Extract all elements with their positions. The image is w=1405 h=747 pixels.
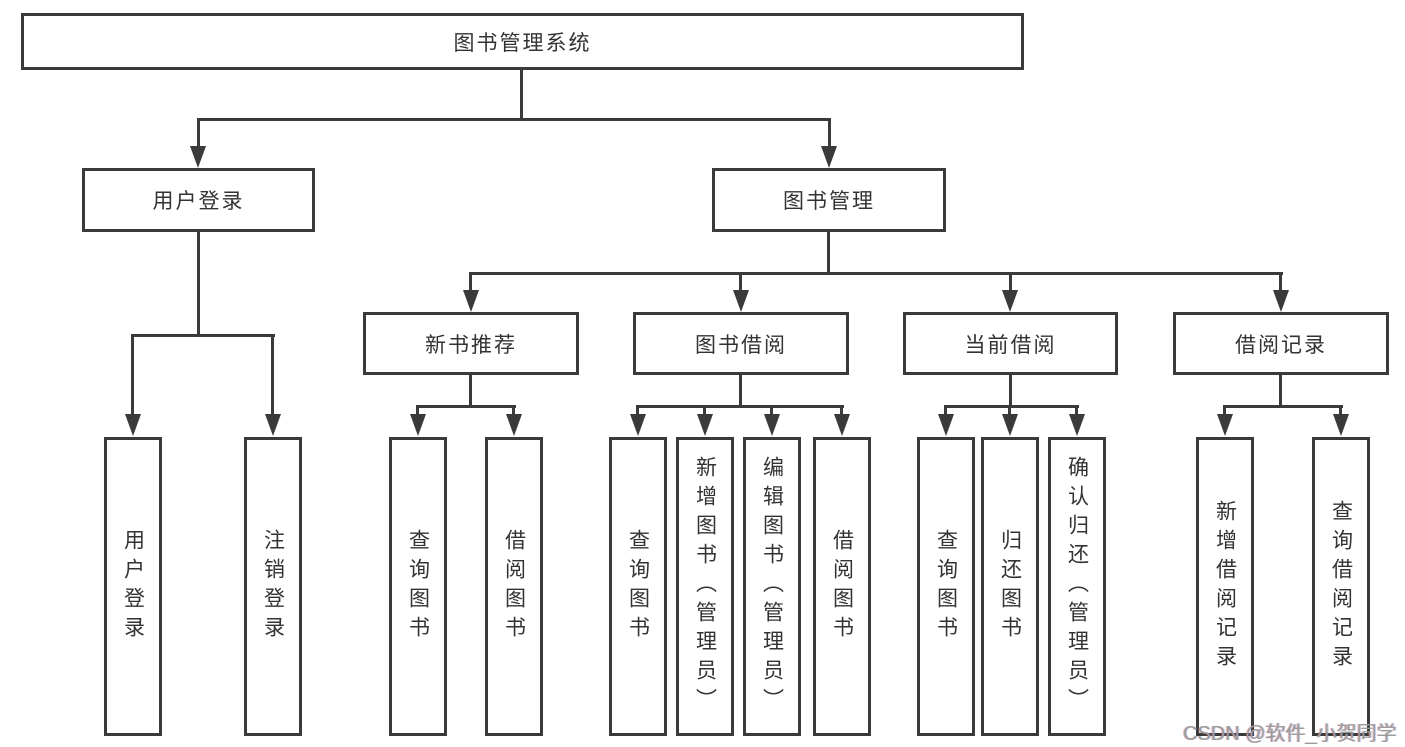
node-leaf-add-books-admin: 新增图书（管理员）	[676, 437, 734, 736]
arrowhead-icon	[410, 414, 426, 436]
node-label: 图书借阅	[695, 333, 787, 357]
leaf-label: 借阅图书	[502, 528, 526, 645]
arrowhead-icon	[834, 414, 850, 436]
node-label: 当前借阅	[964, 333, 1057, 357]
arrowhead-icon	[630, 414, 646, 436]
arrowhead-icon	[190, 146, 206, 168]
node-leaf-query-books-recommend: 查询图书	[389, 437, 447, 736]
node-label: 借阅记录	[1235, 333, 1327, 357]
connector-line	[469, 274, 472, 292]
arrowhead-icon	[764, 414, 780, 436]
node-root-label: 图书管理系统	[453, 31, 592, 55]
connector-line	[197, 120, 200, 148]
leaf-label: 归还图书	[998, 528, 1022, 645]
connector-line	[944, 407, 947, 416]
node-label: 图书管理	[783, 190, 875, 213]
leaf-label: 新增图书（管理员）	[693, 456, 717, 717]
connector-line	[469, 272, 1283, 275]
node-root-system: 图书管理系统	[21, 13, 1024, 70]
leaf-label: 查询图书	[406, 528, 430, 645]
arrowhead-icon	[697, 414, 713, 436]
leaf-label: 用户登录	[121, 528, 145, 645]
connector-line	[131, 334, 275, 337]
connector-line	[770, 407, 773, 416]
node-label: 用户登录	[152, 190, 245, 213]
node-user-login: 用户登录	[82, 168, 315, 232]
node-leaf-return-books: 归还图书	[981, 437, 1039, 736]
arrowhead-icon	[821, 146, 837, 168]
leaf-label: 编辑图书（管理员）	[760, 456, 784, 717]
connector-line	[1339, 407, 1342, 416]
connector-line	[739, 274, 742, 292]
node-label: 新书推荐	[425, 333, 517, 357]
connector-line	[1223, 405, 1343, 408]
arrowhead-icon	[1273, 290, 1289, 312]
connector-line	[828, 120, 831, 148]
arrowhead-icon	[733, 290, 749, 312]
arrowhead-icon	[1333, 414, 1349, 436]
node-borrowing-records: 借阅记录	[1173, 312, 1389, 375]
connector-line	[1008, 407, 1011, 416]
connector-line	[1009, 375, 1012, 407]
node-leaf-query-borrow-record: 查询借阅记录	[1312, 437, 1370, 736]
node-leaf-borrow-books: 借阅图书	[813, 437, 871, 736]
arrowhead-icon	[1217, 414, 1233, 436]
connector-line	[271, 336, 274, 416]
leaf-label: 注销登录	[261, 528, 285, 645]
connector-line	[469, 375, 472, 407]
node-leaf-query-books-current: 查询图书	[917, 437, 975, 736]
node-leaf-logout: 注销登录	[244, 437, 302, 736]
arrowhead-icon	[463, 290, 479, 312]
node-leaf-query-books-borrowing: 查询图书	[609, 437, 667, 736]
node-leaf-confirm-return-admin: 确认归还（管理员）	[1048, 437, 1106, 736]
connector-line	[944, 405, 1079, 408]
leaf-label: 查询图书	[626, 528, 650, 645]
leaf-label: 查询借阅记录	[1329, 499, 1353, 674]
connector-line	[636, 405, 844, 408]
connector-line	[520, 70, 523, 118]
leaf-label: 新增借阅记录	[1213, 499, 1237, 674]
arrowhead-icon	[1002, 414, 1018, 436]
arrowhead-icon	[938, 414, 954, 436]
arrowhead-icon	[1069, 414, 1085, 436]
connector-line	[1223, 407, 1226, 416]
connector-line	[840, 407, 843, 416]
node-book-management: 图书管理	[712, 168, 946, 232]
arrowhead-icon	[265, 414, 281, 436]
node-book-borrowing: 图书借阅	[633, 312, 849, 375]
connector-line	[131, 336, 134, 416]
connector-line	[512, 407, 515, 416]
node-new-book-recommend: 新书推荐	[363, 312, 579, 375]
node-current-borrowing: 当前借阅	[903, 312, 1118, 375]
node-leaf-user-login: 用户登录	[104, 437, 162, 736]
arrowhead-icon	[506, 414, 522, 436]
connector-line	[827, 232, 830, 274]
watermark-text: CSDN @软件_小贺同学	[1183, 723, 1397, 745]
connector-line	[1279, 375, 1282, 407]
leaf-label: 借阅图书	[830, 528, 854, 645]
connector-line	[636, 407, 639, 416]
connector-line	[739, 375, 742, 407]
node-leaf-add-borrow-record: 新增借阅记录	[1196, 437, 1254, 736]
connector-line	[197, 232, 200, 336]
connector-line	[703, 407, 706, 416]
node-leaf-borrow-books-recommend: 借阅图书	[485, 437, 543, 736]
leaf-label: 确认归还（管理员）	[1065, 456, 1089, 717]
connector-line	[1009, 274, 1012, 292]
connector-line	[1279, 274, 1282, 292]
connector-line	[1075, 407, 1078, 416]
leaf-label: 查询图书	[934, 528, 958, 645]
arrowhead-icon	[125, 414, 141, 436]
connector-line	[416, 405, 516, 408]
connector-line	[197, 118, 831, 121]
arrowhead-icon	[1002, 290, 1018, 312]
node-leaf-edit-books-admin: 编辑图书（管理员）	[743, 437, 801, 736]
connector-line	[416, 407, 419, 416]
